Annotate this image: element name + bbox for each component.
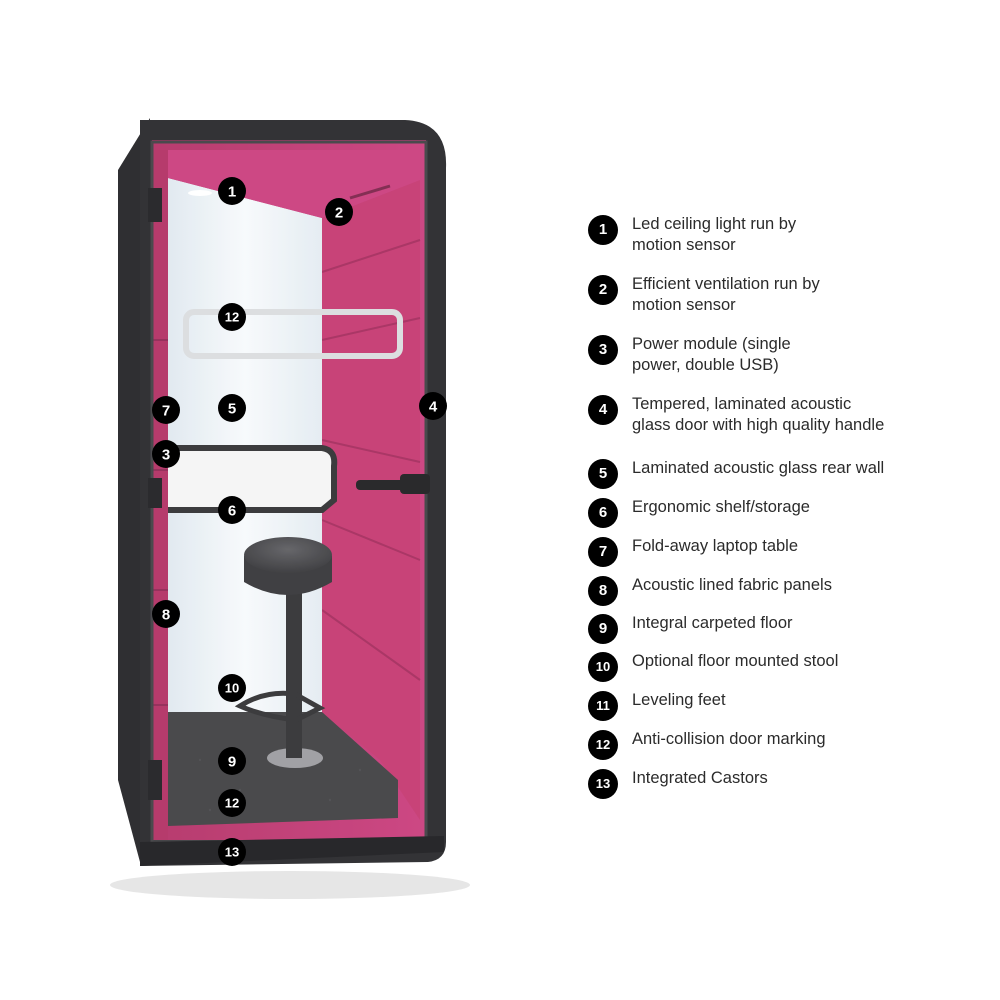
diagram-marker: 9 bbox=[218, 747, 246, 775]
svg-text:10: 10 bbox=[225, 681, 239, 696]
legend-number-badge: 10 bbox=[588, 652, 618, 682]
legend-item: 5 Laminated acoustic glass rear wall bbox=[588, 458, 884, 489]
svg-text:5: 5 bbox=[228, 401, 236, 418]
legend-item: 1 Led ceiling light run by motion sensor bbox=[588, 214, 796, 256]
diagram-marker: 8 bbox=[152, 600, 180, 628]
phone-booth-illustration: 1 2 12 7 5 4 3 6 8 10 9 12 13 bbox=[110, 118, 470, 899]
diagram-marker: 12 bbox=[218, 303, 246, 331]
door-hinge-top bbox=[148, 188, 162, 222]
led-light bbox=[188, 190, 212, 196]
legend-item: 10 Optional floor mounted stool bbox=[588, 651, 838, 682]
legend-label: Led ceiling light run by motion sensor bbox=[632, 215, 797, 254]
diagram-marker: 2 bbox=[325, 198, 353, 226]
svg-text:8: 8 bbox=[162, 607, 170, 624]
legend-number-badge: 7 bbox=[588, 537, 618, 567]
legend-number-badge: 4 bbox=[588, 395, 618, 425]
vent-slot bbox=[349, 184, 391, 200]
legend-item: 13 Integrated Castors bbox=[588, 768, 768, 799]
legend-label: Efficient ventilation run by motion sens… bbox=[632, 275, 820, 314]
legend-label: Integral carpeted floor bbox=[632, 614, 793, 632]
feature-legend: 1 Led ceiling light run by motion sensor 2… bbox=[588, 214, 988, 814]
svg-text:9: 9 bbox=[228, 754, 236, 771]
fabric-panel-seams bbox=[321, 239, 421, 681]
legend-item: 12 Anti-collision door marking bbox=[588, 729, 826, 760]
legend-number-badge: 5 bbox=[588, 459, 618, 489]
legend-number-badge: 13 bbox=[588, 769, 618, 799]
legend-number-badge: 12 bbox=[588, 730, 618, 760]
legend-number-badge: 9 bbox=[588, 614, 618, 644]
booth-base bbox=[140, 836, 444, 866]
legend-number-badge: 11 bbox=[588, 691, 618, 721]
ceiling bbox=[168, 150, 420, 218]
door-hinge-mid bbox=[148, 478, 162, 508]
legend-number-badge: 1 bbox=[588, 215, 618, 245]
diagram-marker: 3 bbox=[152, 440, 180, 468]
legend-item: 7 Fold-away laptop table bbox=[588, 536, 798, 567]
diagram-marker: 10 bbox=[218, 674, 246, 702]
legend-item: 2 Efficient ventilation run by motion sen… bbox=[588, 274, 820, 316]
diagram-marker: 7 bbox=[152, 396, 180, 424]
legend-item: 3 Power module (single power, double USB) bbox=[588, 334, 791, 376]
svg-text:12: 12 bbox=[225, 796, 239, 811]
shelf bbox=[168, 448, 335, 510]
anti-collision-marking bbox=[183, 309, 403, 359]
stool-seat-top bbox=[244, 537, 332, 573]
legend-number-badge: 8 bbox=[588, 576, 618, 606]
stool-footrest bbox=[234, 690, 326, 723]
svg-text:2: 2 bbox=[335, 205, 343, 222]
legend-label: Anti-collision door marking bbox=[632, 730, 826, 748]
svg-text:12: 12 bbox=[225, 310, 239, 325]
legend-label: Ergonomic shelf/storage bbox=[632, 498, 810, 516]
legend-item: 8 Acoustic lined fabric panels bbox=[588, 575, 832, 606]
svg-text:3: 3 bbox=[162, 447, 170, 464]
legend-number-badge: 3 bbox=[588, 335, 618, 365]
legend-item: 9 Integral carpeted floor bbox=[588, 613, 793, 644]
door-hinge-bottom bbox=[148, 760, 162, 800]
diagram-marker: 1 bbox=[218, 177, 246, 205]
svg-text:1: 1 bbox=[228, 184, 236, 201]
legend-label: Leveling feet bbox=[632, 691, 726, 709]
diagram-marker: 13 bbox=[218, 838, 246, 866]
fabric-right-wall bbox=[322, 180, 420, 820]
legend-label: Optional floor mounted stool bbox=[632, 652, 839, 670]
diagram-marker: 6 bbox=[218, 496, 246, 524]
legend-item: 11 Leveling feet bbox=[588, 690, 726, 721]
glass-door bbox=[150, 140, 428, 844]
diagram-marker: 5 bbox=[218, 394, 246, 422]
legend-number-badge: 6 bbox=[588, 498, 618, 528]
legend-item: 6 Ergonomic shelf/storage bbox=[588, 497, 810, 528]
svg-text:4: 4 bbox=[429, 399, 438, 416]
legend-item: 4 Tempered, laminated acoustic glass door… bbox=[588, 394, 884, 436]
legend-number-badge: 2 bbox=[588, 275, 618, 305]
svg-text:6: 6 bbox=[228, 503, 236, 520]
svg-text:7: 7 bbox=[162, 403, 170, 420]
legend-label: Power module (single power, double USB) bbox=[632, 335, 791, 374]
legend-label: Fold-away laptop table bbox=[632, 537, 799, 555]
diagram-marker: 12 bbox=[218, 789, 246, 817]
svg-text:13: 13 bbox=[225, 845, 239, 860]
legend-label: Acoustic lined fabric panels bbox=[632, 576, 832, 594]
legend-label: Integrated Castors bbox=[632, 769, 768, 787]
booth-shadow bbox=[110, 871, 470, 899]
legend-label: Laminated acoustic glass rear wall bbox=[632, 459, 885, 477]
diagram-marker: 4 bbox=[419, 392, 447, 420]
legend-label: Tempered, laminated acoustic glass door … bbox=[632, 395, 885, 434]
